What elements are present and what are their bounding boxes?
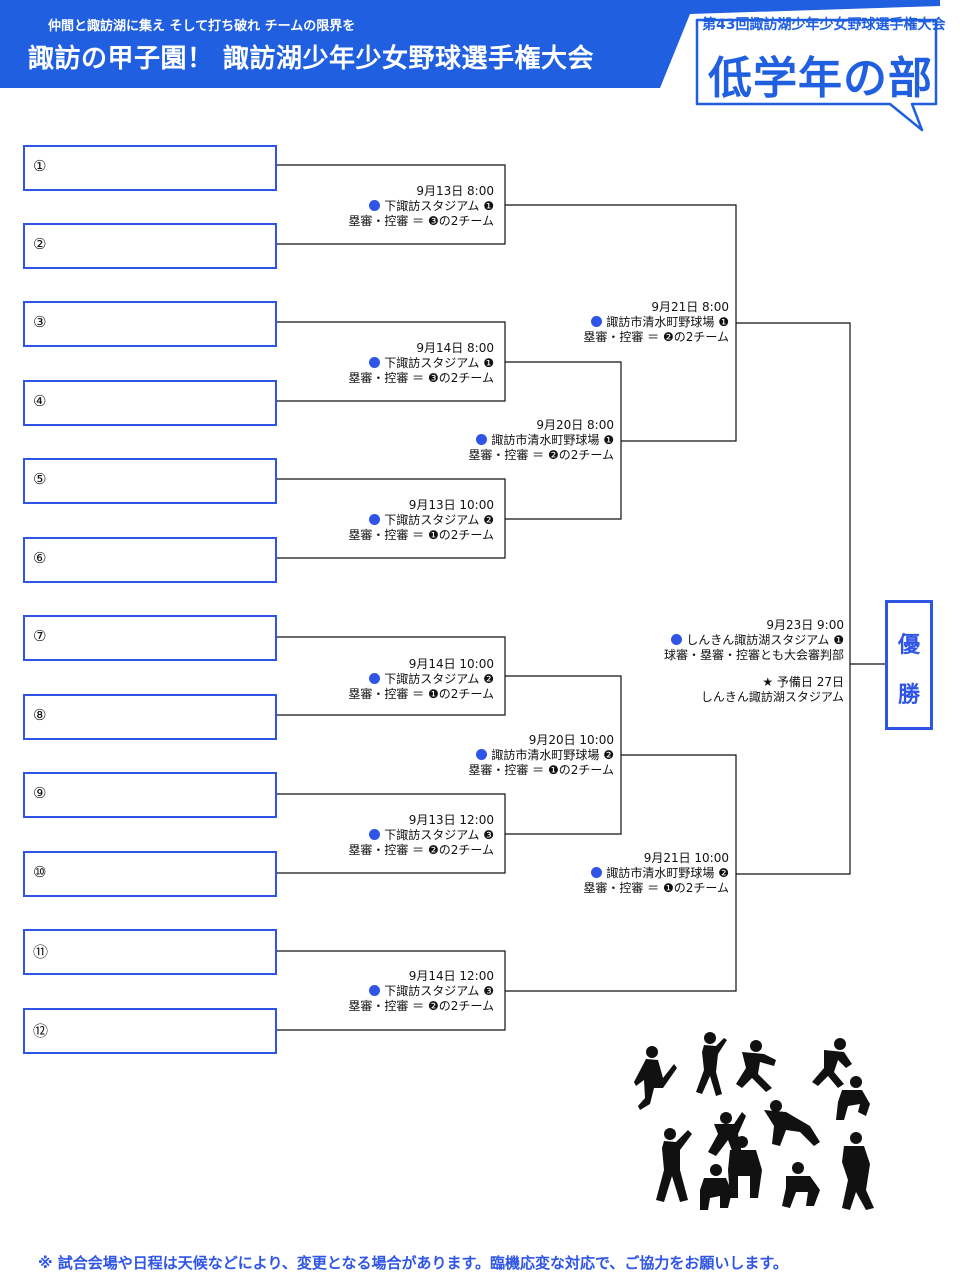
final-umpires: 球審・塁審・控審とも大会審判部 <box>663 648 844 662</box>
match-venue: 下諏訪スタジアム ❸ <box>384 984 494 998</box>
venue-dot-icon <box>369 829 381 840</box>
venue-dot-icon <box>369 357 381 368</box>
final-venue: しんきん諏訪湖スタジアム ❶ <box>686 633 844 647</box>
team-number: ⑪ <box>33 943 49 961</box>
venue-dot-icon <box>671 634 683 645</box>
match-venue: 下諏訪スタジアム ❸ <box>384 828 494 842</box>
match-date: 9月13日 12:00 <box>408 813 494 827</box>
match-date: 9月13日 8:00 <box>416 184 494 198</box>
match-umpires: 塁審・控審 ＝ ❸の2チーム <box>348 371 494 385</box>
bracket-semi-2 <box>505 754 737 992</box>
bracket-lines <box>277 164 885 1031</box>
match-date: 9月20日 10:00 <box>528 733 614 747</box>
champion-box: 優 勝 <box>885 600 933 730</box>
header-title: 諏訪の甲子園！ 諏訪湖少年少女野球選手権大会 <box>28 44 595 74</box>
match-info-semi-2: 9月21日 10:00 諏訪市清水町野球場 ❷ 塁審・控審 ＝ ❶の2チーム <box>525 851 729 896</box>
match-venue: 下諏訪スタジアム ❶ <box>384 356 494 370</box>
match-venue: 諏訪市清水町野球場 ❶ <box>491 433 614 447</box>
team-slot-10: ⑩ <box>23 851 277 897</box>
header-subtitle: 仲間と諏訪湖に集え そして打ち破れ チームの限界を <box>48 19 356 34</box>
team-number: ③ <box>33 313 47 331</box>
team-slot-3: ③ <box>23 301 277 347</box>
match-umpires: 塁審・控審 ＝ ❶の2チーム <box>348 528 494 542</box>
venue-dot-icon <box>369 200 381 211</box>
match-umpires: 塁審・控審 ＝ ❸の2チーム <box>348 214 494 228</box>
team-slot-12: ⑫ <box>23 1008 277 1054</box>
venue-dot-icon <box>369 985 381 996</box>
weather-notice: ※ 試合会場や日程は天候などにより、変更となる場合があります。臨機応変な対応で、… <box>38 1254 788 1272</box>
division-speech-bubble <box>695 18 938 132</box>
reserve-venue: しんきん諏訪湖スタジアム <box>700 690 844 704</box>
match-info-r2-2: 9月20日 10:00 諏訪市清水町野球場 ❷ 塁審・控審 ＝ ❶の2チーム <box>410 733 614 778</box>
team-number: ⑥ <box>33 549 47 567</box>
match-info-r1-2: 9月14日 8:00 下諏訪スタジアム ❶ 塁審・控審 ＝ ❸の2チーム <box>280 341 494 386</box>
match-info-semi-1: 9月21日 8:00 諏訪市清水町野球場 ❶ 塁審・控審 ＝ ❷の2チーム <box>525 300 729 345</box>
match-venue: 下諏訪スタジアム ❷ <box>384 672 494 686</box>
team-slot-11: ⑪ <box>23 929 277 975</box>
match-venue: 諏訪市清水町野球場 ❷ <box>606 866 729 880</box>
team-number: ⑩ <box>33 863 47 881</box>
team-slot-4: ④ <box>23 380 277 426</box>
match-umpires: 塁審・控審 ＝ ❷の2チーム <box>583 330 729 344</box>
final-date: 9月23日 9:00 <box>766 618 844 632</box>
venue-dot-icon <box>369 673 381 684</box>
match-venue: 下諏訪スタジアム ❷ <box>384 513 494 527</box>
team-number: ⑤ <box>33 470 47 488</box>
match-info-r1-6: 9月14日 12:00 下諏訪スタジアム ❸ 塁審・控審 ＝ ❷の2チーム <box>280 969 494 1014</box>
match-date: 9月20日 8:00 <box>536 418 614 432</box>
header-banner <box>0 0 940 132</box>
match-info-r1-1: 9月13日 8:00 下諏訪スタジアム ❶ 塁審・控審 ＝ ❸の2チーム <box>280 184 494 229</box>
match-umpires: 塁審・控審 ＝ ❶の2チーム <box>468 763 614 777</box>
team-number: ⑧ <box>33 706 47 724</box>
match-umpires: 塁審・控審 ＝ ❶の2チーム <box>583 881 729 895</box>
silhouette-group <box>634 1032 874 1210</box>
team-slot-2: ② <box>23 223 277 269</box>
bracket-final <box>736 322 851 875</box>
match-umpires: 塁審・控審 ＝ ❶の2チーム <box>348 687 494 701</box>
match-venue: 諏訪市清水町野球場 ❷ <box>491 748 614 762</box>
team-number: ⑨ <box>33 784 47 802</box>
venue-dot-icon <box>369 514 381 525</box>
match-info-r1-3: 9月13日 10:00 下諏訪スタジアム ❷ 塁審・控審 ＝ ❶の2チーム <box>280 498 494 543</box>
team-slot-5: ⑤ <box>23 458 277 504</box>
reserve-day: ★ 予備日 27日 <box>762 675 844 689</box>
baseball-silhouettes-illustration <box>634 1032 874 1210</box>
venue-dot-icon <box>476 434 488 445</box>
team-number: ⑫ <box>33 1022 49 1040</box>
venue-dot-icon <box>476 749 488 760</box>
match-info-final: 9月23日 9:00 しんきん諏訪湖スタジアム ❶ 球審・塁審・控審とも大会審判… <box>610 618 844 663</box>
venue-dot-icon <box>591 867 603 878</box>
match-venue: 下諏訪スタジアム ❶ <box>384 199 494 213</box>
team-slot-8: ⑧ <box>23 694 277 740</box>
team-slot-7: ⑦ <box>23 615 277 661</box>
match-info-r1-4: 9月14日 10:00 下諏訪スタジアム ❷ 塁審・控審 ＝ ❶の2チーム <box>280 657 494 702</box>
venue-dot-icon <box>591 316 603 327</box>
match-date: 9月21日 10:00 <box>643 851 729 865</box>
team-slot-1: ① <box>23 145 277 191</box>
match-umpires: 塁審・控審 ＝ ❷の2チーム <box>348 843 494 857</box>
match-venue: 諏訪市清水町野球場 ❶ <box>606 315 729 329</box>
match-date: 9月21日 8:00 <box>651 300 729 314</box>
champion-char-2: 勝 <box>897 683 920 708</box>
team-number: ② <box>33 235 47 253</box>
team-number: ① <box>33 157 47 175</box>
tournament-edition: 第43回諏訪湖少年少女野球選手権大会 <box>702 17 946 33</box>
team-number: ④ <box>33 392 47 410</box>
match-date: 9月13日 10:00 <box>408 498 494 512</box>
match-info-r1-5: 9月13日 12:00 下諏訪スタジアム ❸ 塁審・控審 ＝ ❷の2チーム <box>280 813 494 858</box>
reserve-day-info: ★ 予備日 27日 しんきん諏訪湖スタジアム <box>650 675 844 705</box>
match-date: 9月14日 12:00 <box>408 969 494 983</box>
match-umpires: 塁審・控審 ＝ ❷の2チーム <box>468 448 614 462</box>
match-umpires: 塁審・控審 ＝ ❷の2チーム <box>348 999 494 1013</box>
team-slot-6: ⑥ <box>23 537 277 583</box>
match-date: 9月14日 8:00 <box>416 341 494 355</box>
banner-background <box>0 0 940 88</box>
champion-char-1: 優 <box>897 633 920 658</box>
team-slot-9: ⑨ <box>23 772 277 818</box>
match-info-r2-1: 9月20日 8:00 諏訪市清水町野球場 ❶ 塁審・控審 ＝ ❷の2チーム <box>410 418 614 463</box>
team-number: ⑦ <box>33 627 47 645</box>
match-date: 9月14日 10:00 <box>408 657 494 671</box>
division-title: 低学年の部 <box>708 53 933 104</box>
